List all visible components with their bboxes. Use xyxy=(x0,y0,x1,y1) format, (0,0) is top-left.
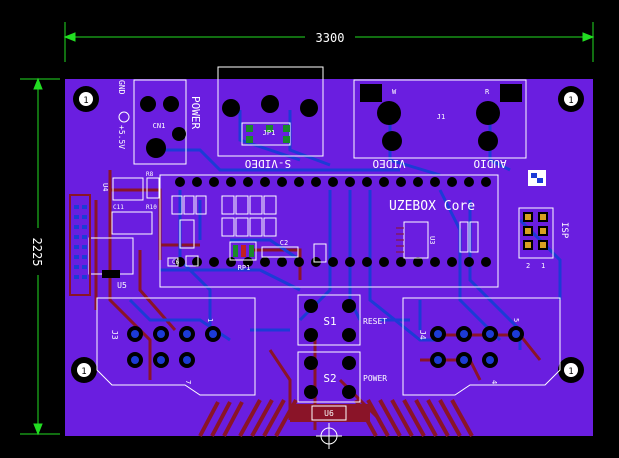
audio-label: AUDIO xyxy=(473,157,506,170)
reset-switch-s1: S1 RESET xyxy=(297,294,387,346)
isp-label: ISP xyxy=(559,222,569,239)
av-right-label: R xyxy=(485,88,490,96)
jp1-label: JP1 xyxy=(263,129,276,137)
board-title: UZEBOX Core xyxy=(389,199,475,214)
u3-label: U3 xyxy=(428,236,436,244)
u6-regulator: U6 xyxy=(290,404,370,422)
plus5v-label: +5.5V xyxy=(117,125,126,149)
svg-text:1: 1 xyxy=(81,367,86,377)
video-label: VIDEO xyxy=(372,157,405,170)
j4-pin5-label: 5 xyxy=(512,318,520,322)
s1-label: S1 xyxy=(323,315,336,328)
svg-text:1: 1 xyxy=(83,96,88,106)
mounting-hole-bottom-left: 1 xyxy=(71,357,97,383)
s2-label: S2 xyxy=(323,372,336,385)
power-switch-s2: S2 POWER xyxy=(297,351,387,403)
svg-text:1: 1 xyxy=(568,367,573,377)
svideo-connector-jp1: JP1 S-VIDEO xyxy=(217,66,324,170)
power-jack-cn1: CN1 POWER GND +5.5V xyxy=(117,79,202,165)
height-dimension-label: 2225 xyxy=(30,238,44,267)
c3-c10-caps xyxy=(459,221,479,253)
isp-pin2-label: 2 xyxy=(526,262,530,270)
u4-label: U4 xyxy=(101,183,109,191)
reset-label: RESET xyxy=(363,317,387,326)
mounting-hole-top-right: 1 xyxy=(558,86,584,112)
j3-label: J3 xyxy=(110,330,119,340)
power-switch-label: POWER xyxy=(363,374,387,383)
svideo-label: S-VIDEO xyxy=(245,157,291,170)
uzebox-core-area: UZEBOX Core xyxy=(159,174,499,288)
bottom-edge-traces xyxy=(198,399,474,437)
isp-header: ISP 2 1 xyxy=(518,170,569,270)
r10-label: R10 xyxy=(146,204,157,211)
controller-port-j4: J4 5 4 xyxy=(402,297,561,396)
gnd-label: GND xyxy=(117,80,126,95)
isp-pin1-label: 1 xyxy=(541,262,545,270)
u6-label: U6 xyxy=(324,409,334,418)
av-connector-j1: W R J1 VIDEO AUDIO xyxy=(353,79,527,170)
j4-pin4-label: 4 xyxy=(490,380,498,384)
resistor-grid xyxy=(167,195,277,267)
j4-label: J4 xyxy=(418,330,427,340)
width-dimension-label: 3300 xyxy=(316,31,345,45)
mounting-hole-bottom-right: 1 xyxy=(558,357,584,383)
j1-label: J1 xyxy=(437,113,445,121)
controller-port-j3: J3 1 7 xyxy=(96,297,256,396)
horizontal-dimension xyxy=(63,22,595,62)
svg-text:1: 1 xyxy=(568,96,573,106)
x1-crystal xyxy=(313,243,327,263)
cn1-label: CN1 xyxy=(153,122,166,130)
c2-label: C2 xyxy=(280,239,288,247)
j3-pin7-label: 7 xyxy=(184,380,192,384)
j3-pin1-label: 1 xyxy=(206,318,214,322)
rp1-resistor-pack: RP1 xyxy=(229,241,257,272)
r8-label: R8 xyxy=(146,171,154,178)
c6-label: C6 xyxy=(172,259,180,266)
mounting-hole-top-left: 1 xyxy=(73,86,99,112)
rp1-label: RP1 xyxy=(238,264,251,272)
vertical-dimension xyxy=(20,77,60,436)
regulator-area: U4 R8 C11 R10 U5 xyxy=(69,171,160,296)
c11-label: C11 xyxy=(113,204,124,211)
u5-label: U5 xyxy=(117,281,127,290)
origin-crosshair xyxy=(316,423,342,449)
av-left-label: W xyxy=(392,88,397,96)
c2-capacitor: C2 xyxy=(261,239,299,258)
u3-chip: U3 xyxy=(396,221,436,259)
power-label: POWER xyxy=(189,96,202,129)
